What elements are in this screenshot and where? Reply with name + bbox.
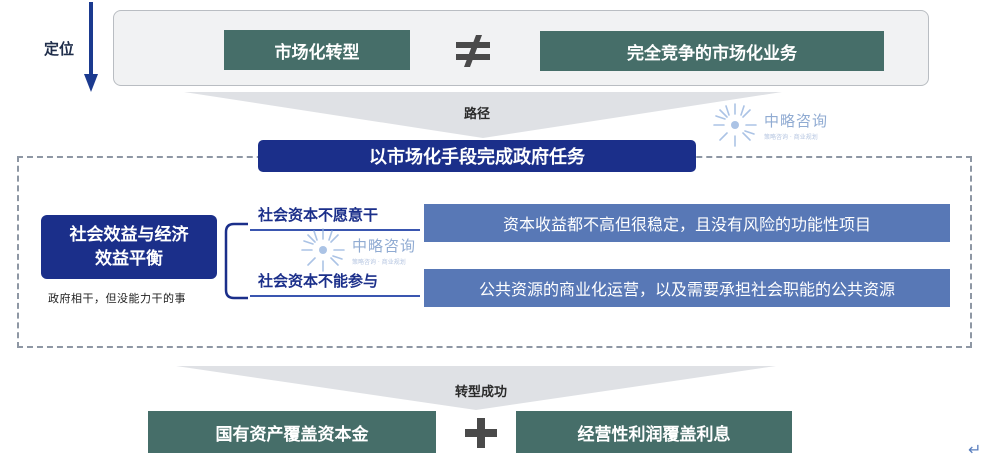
condition-desc-2: 公共资源的商业化运营，以及需要承担社会职能的公共资源 [424, 269, 950, 307]
state-assets-box: 国有资产覆盖资本金 [148, 411, 436, 453]
gov-note: 政府相干，但没能力干的事 [48, 292, 186, 305]
balance-line-1: 社会效益与经济 [69, 225, 189, 245]
condition-underline-2 [250, 295, 420, 297]
watermark-title: 中略咨询 [764, 111, 829, 130]
balance-box: 社会效益与经济 效益平衡 [41, 215, 217, 279]
condition-desc-1: 资本收益都不高但很稳定，且没有风险的功能性项目 [424, 204, 950, 242]
watermark-logo: 中略咨询 策略咨询 · 商业规划 [712, 102, 828, 148]
success-label: 转型成功 [454, 385, 507, 400]
condition-underline-1 [250, 229, 420, 231]
balance-line-2: 效益平衡 [95, 249, 163, 269]
condition-label-1: 社会资本不愿意干 [258, 206, 379, 224]
watermark-logo: 中略咨询 策略咨询 · 商业规划 [300, 227, 416, 273]
gov-task-box: 以市场化手段完成政府任务 [258, 140, 696, 172]
position-label: 定位 [44, 40, 75, 58]
full-competition-box: 完全竞争的市场化业务 [540, 31, 884, 71]
down-arrow-icon [84, 2, 98, 92]
path-label: 路径 [463, 107, 490, 122]
not-equal-icon [456, 35, 490, 67]
watermark-title: 中略咨询 [352, 236, 417, 255]
funnel-shape [176, 366, 776, 410]
market-transformation-box: 市场化转型 [224, 30, 410, 70]
plus-icon [465, 418, 497, 448]
paragraph-return-icon: ↵ [968, 440, 982, 459]
watermark-subtitle: 策略咨询 · 商业规划 [352, 258, 406, 266]
sunburst-logo-icon [713, 103, 757, 147]
sunburst-logo-icon [301, 228, 345, 272]
bracket-connector [224, 222, 248, 300]
watermark-subtitle: 策略咨询 · 商业规划 [764, 133, 818, 141]
condition-label-2: 社会资本不能参与 [258, 272, 379, 290]
funnel-shape [184, 92, 782, 138]
operating-profit-box: 经营性利润覆盖利息 [516, 411, 792, 453]
